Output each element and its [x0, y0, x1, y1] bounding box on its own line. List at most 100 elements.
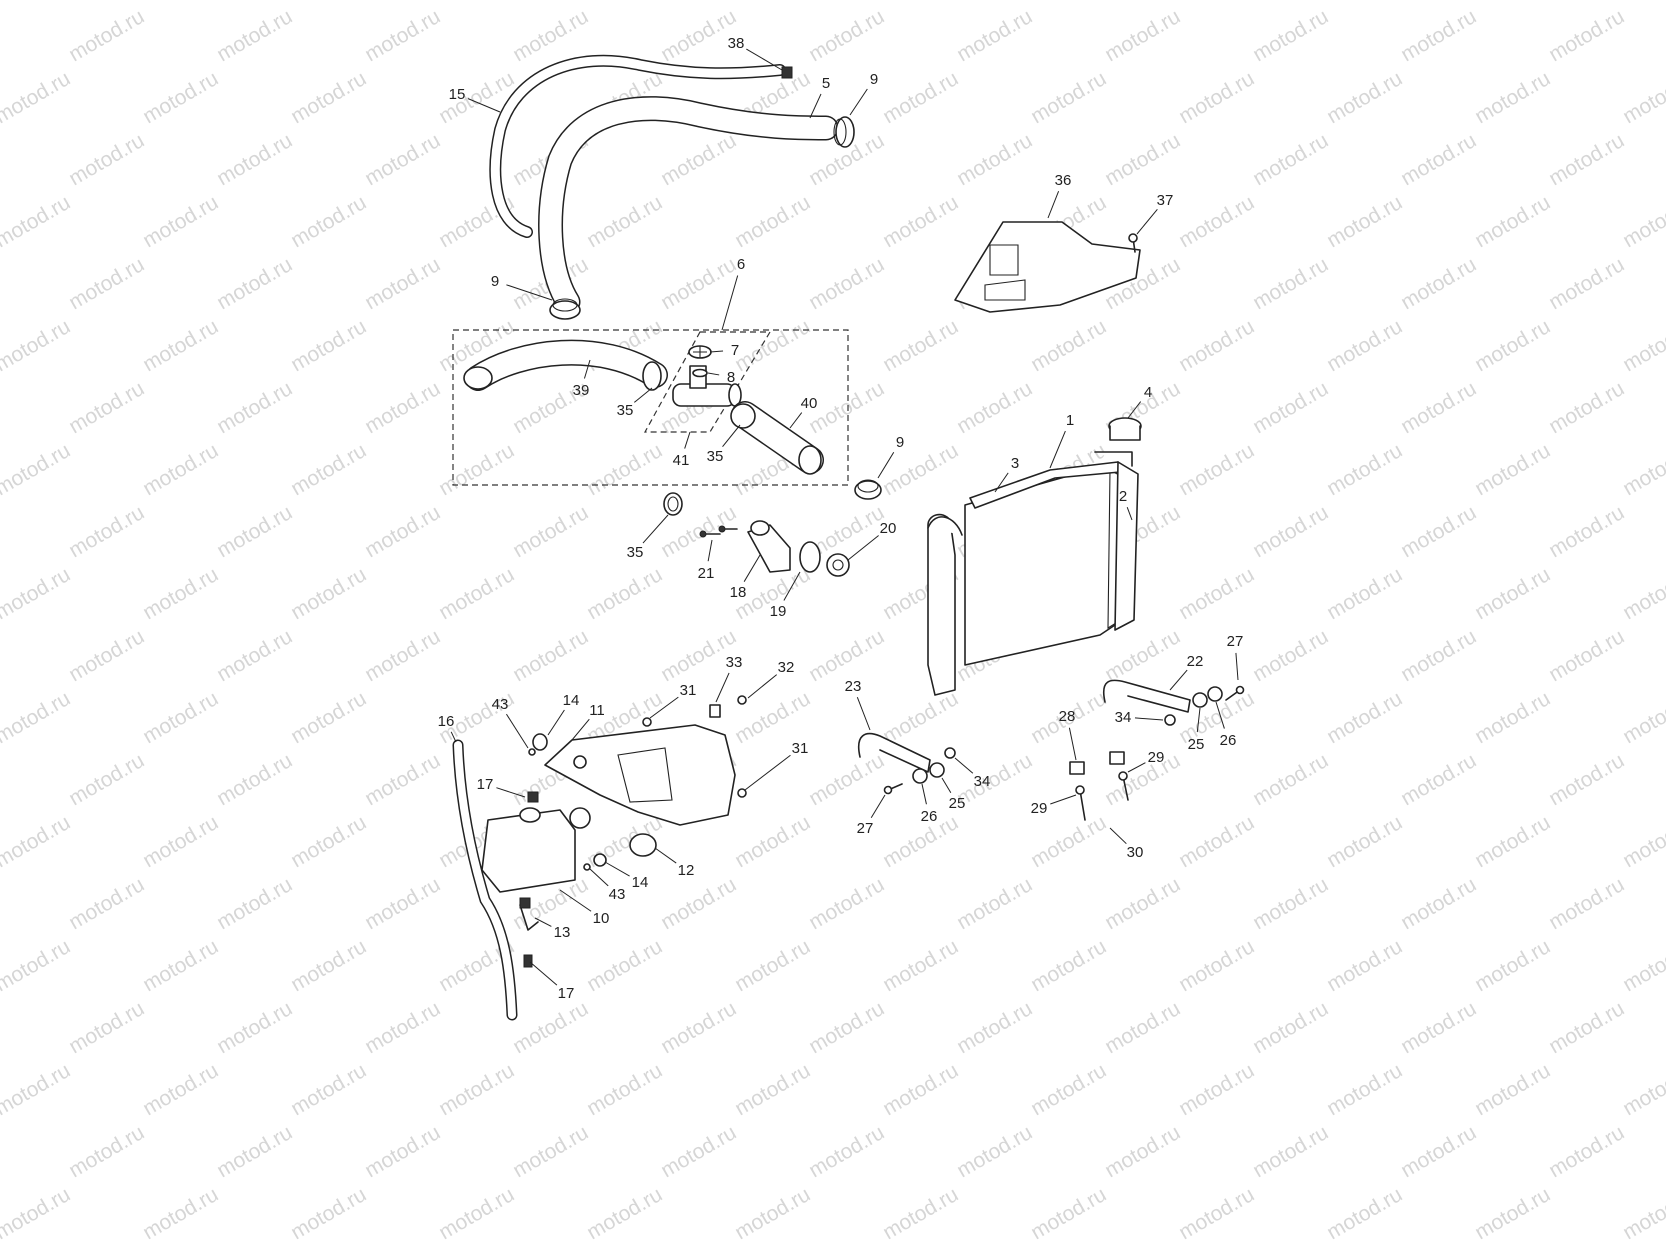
- watermark-text: motod.ru: [879, 1059, 962, 1120]
- watermark-text: motod.ru: [1397, 625, 1480, 686]
- watermark-text: motod.ru: [1249, 501, 1332, 562]
- watermark-text: motod.ru: [1175, 935, 1258, 996]
- watermark-text: motod.ru: [879, 687, 962, 748]
- leader-line: [921, 783, 927, 805]
- clamp-9-top: [833, 116, 855, 148]
- watermark-text: motod.ru: [139, 67, 222, 128]
- watermark-text: motod.ru: [1323, 439, 1406, 500]
- watermark-text: motod.ru: [1249, 749, 1332, 810]
- watermark-text: motod.ru: [879, 67, 962, 128]
- watermark-text: motod.ru: [287, 0, 370, 4]
- watermark-text: motod.ru: [1101, 1121, 1184, 1182]
- watermark-text: motod.ru: [1471, 439, 1554, 500]
- watermark-text: motod.ru: [213, 129, 296, 190]
- watermark-text: motod.ru: [1619, 439, 1666, 500]
- leader-line: [529, 961, 558, 986]
- leader-line: [1068, 727, 1077, 761]
- watermark-text: motod.ru: [361, 997, 444, 1058]
- watermark-text: motod.ru: [731, 1059, 814, 1120]
- callout-label: 32: [778, 659, 795, 676]
- hose-15: [489, 54, 786, 238]
- leader-line: [604, 861, 630, 877]
- washer-43-upper: [528, 748, 536, 756]
- reservoir-10: [481, 807, 591, 893]
- callout-label: 19: [770, 603, 787, 620]
- watermark-text: motod.ru: [0, 811, 74, 872]
- watermark-text: motod.ru: [213, 1245, 296, 1250]
- callout-label: 28: [1059, 708, 1076, 725]
- callout-label: 43: [609, 886, 626, 903]
- watermark-text: motod.ru: [139, 1183, 222, 1244]
- watermark-text: motod.ru: [879, 0, 962, 4]
- watermark-text: motod.ru: [583, 1059, 666, 1120]
- watermark-text: motod.ru: [1397, 253, 1480, 314]
- leader-line: [715, 672, 730, 703]
- watermark-text: motod.ru: [731, 191, 814, 252]
- nut-34-left: [944, 747, 956, 759]
- leader-line: [559, 889, 592, 912]
- leader-line: [654, 847, 677, 864]
- watermark-text: motod.ru: [1101, 129, 1184, 190]
- bracket-23: [858, 732, 931, 773]
- clamp-9-left: [549, 298, 581, 320]
- watermark-text: motod.ru: [1397, 997, 1480, 1058]
- cap-7: [688, 345, 712, 359]
- callout-label: 14: [563, 692, 580, 709]
- callout-labels: 1234567899910111213141415161717181920212…: [438, 35, 1244, 1002]
- watermark-text: motod.ru: [361, 1245, 444, 1250]
- hose-40: [731, 401, 824, 475]
- callout-label: 21: [698, 565, 715, 582]
- leader-line: [642, 514, 669, 544]
- callout-label: 35: [617, 402, 634, 419]
- watermark-text: motod.ru: [1545, 625, 1628, 686]
- watermark-text: motod.ru: [1323, 1183, 1406, 1244]
- watermark-text: motod.ru: [1545, 501, 1628, 562]
- watermark-text: motod.ru: [583, 0, 666, 4]
- watermark-text: motod.ru: [1397, 873, 1480, 934]
- thermostat-20: [826, 553, 850, 577]
- leader-line: [1235, 652, 1239, 681]
- watermark-text: motod.ru: [1619, 67, 1666, 128]
- grommet-14-lower: [593, 853, 607, 867]
- watermark-text: motod.ru: [1619, 811, 1666, 872]
- callout-label: 15: [449, 86, 466, 103]
- watermark-text: motod.ru: [1249, 1245, 1332, 1250]
- watermark-text: motod.ru: [139, 563, 222, 624]
- watermark-text: motod.ru: [583, 191, 666, 252]
- watermark-text: motod.ru: [1619, 315, 1666, 376]
- callout-label: 1: [1066, 412, 1074, 429]
- leader-line: [633, 387, 653, 403]
- leader-line: [721, 275, 739, 331]
- watermark-text: motod.ru: [1545, 129, 1628, 190]
- watermark-text: motod.ru: [731, 935, 814, 996]
- watermark-text: motod.ru: [1027, 811, 1110, 872]
- watermark-text: motod.ru: [213, 1121, 296, 1182]
- callout-label: 13: [554, 924, 571, 941]
- bolts-29: [1075, 771, 1129, 821]
- callout-label: 12: [678, 862, 695, 879]
- cover-11: [544, 724, 736, 826]
- leader-line: [747, 674, 778, 699]
- watermark-text: motod.ru: [1101, 997, 1184, 1058]
- watermark-text: motod.ru: [361, 501, 444, 562]
- callout-label: 43: [492, 696, 509, 713]
- leader-line: [1136, 208, 1158, 235]
- callout-label: 29: [1148, 749, 1165, 766]
- watermark-text: motod.ru: [1397, 129, 1480, 190]
- watermark-text: motod.ru: [0, 67, 74, 128]
- watermark-text: motod.ru: [139, 191, 222, 252]
- callout-label: 4: [1144, 384, 1152, 401]
- leader-line: [547, 709, 565, 736]
- clamp-35-a: [642, 361, 662, 391]
- leader-line: [877, 451, 895, 479]
- callout-label: 9: [896, 434, 904, 451]
- watermark-text: motod.ru: [731, 1183, 814, 1244]
- left-tank: [927, 513, 963, 696]
- callout-label: 39: [573, 382, 590, 399]
- callout-label: 23: [845, 678, 862, 695]
- watermark-text: motod.ru: [65, 501, 148, 562]
- watermark-text: motod.ru: [509, 1121, 592, 1182]
- watermark-text: motod.ru: [1545, 1245, 1628, 1250]
- watermark-text: motod.ru: [953, 377, 1036, 438]
- watermark-text: motod.ru: [1249, 5, 1332, 66]
